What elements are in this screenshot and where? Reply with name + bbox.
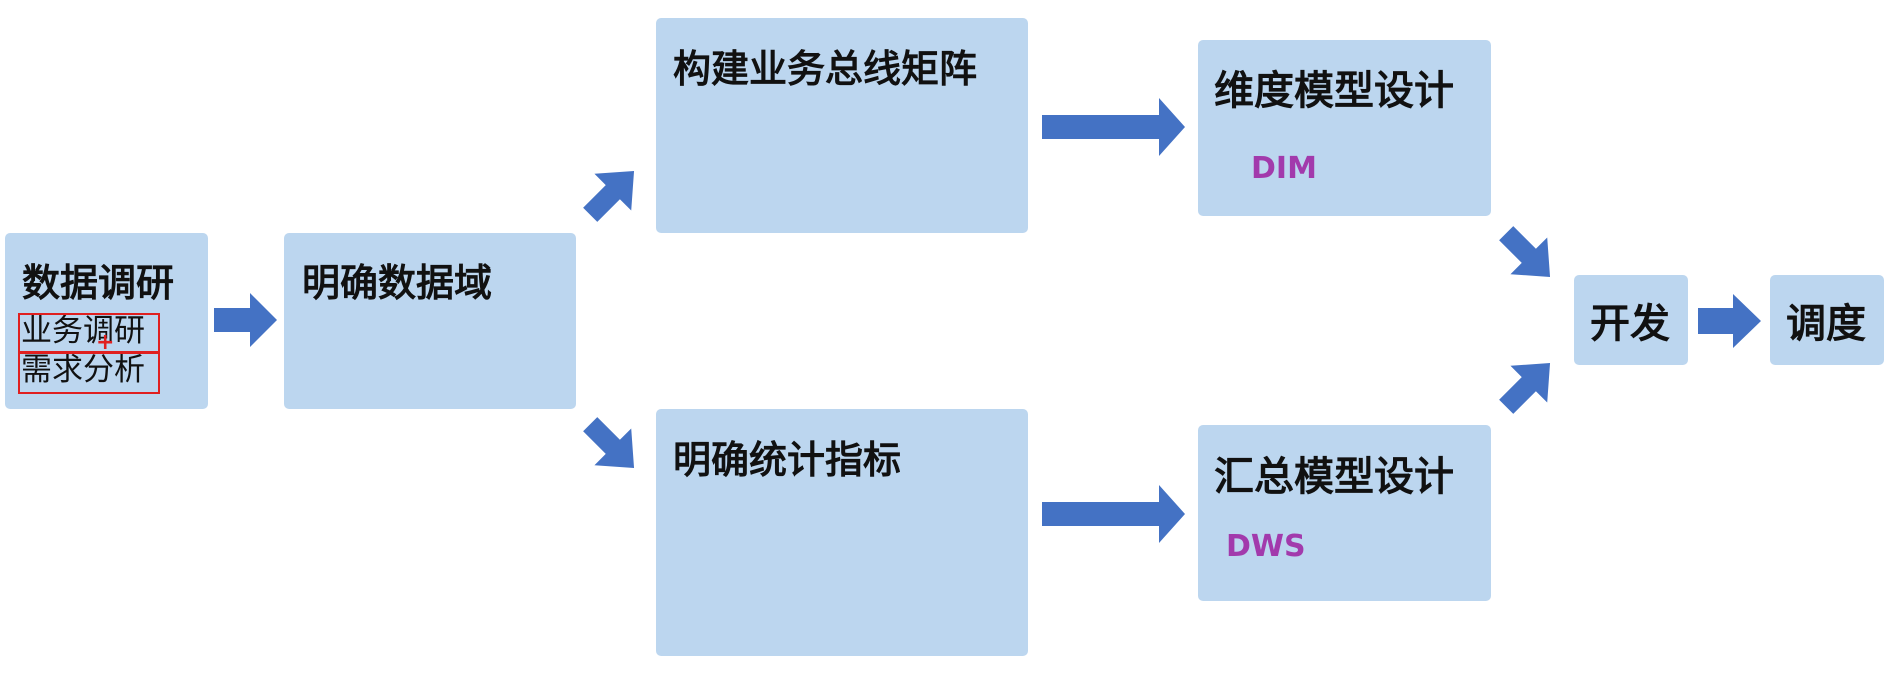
dim-code-label: DIM	[1251, 151, 1317, 186]
dws-code-label: DWS	[1226, 529, 1306, 564]
bus-matrix-title: 构建业务总线矩阵	[673, 47, 978, 91]
arrow-domain-to-bus-matrix	[583, 170, 635, 222]
domain-title: 明确数据域	[302, 261, 493, 305]
research-item-business: 业务调研	[21, 313, 145, 349]
arrow-summary-to-develop	[1499, 362, 1551, 414]
dim-model-box	[1198, 40, 1491, 216]
arrow-bus-matrix-to-dim	[1042, 98, 1185, 156]
metrics-box	[656, 409, 1028, 656]
summary-model-title: 汇总模型设计	[1214, 454, 1454, 500]
highlight-box-requirements	[18, 352, 160, 394]
dim-model-title: 维度模型设计	[1214, 68, 1454, 114]
develop-title: 开发	[1590, 301, 1670, 347]
cursor-crosshair-icon: +	[96, 330, 115, 355]
domain-box	[284, 233, 576, 409]
schedule-box	[1770, 275, 1884, 365]
arrow-metrics-to-summary	[1042, 485, 1185, 543]
metrics-title: 明确统计指标	[673, 438, 902, 482]
arrow-research-to-domain	[214, 293, 277, 347]
bus-matrix-box	[656, 18, 1028, 233]
arrow-dim-to-develop	[1499, 226, 1551, 278]
schedule-title: 调度	[1786, 301, 1866, 347]
arrow-develop-to-schedule	[1698, 294, 1761, 348]
research-box	[5, 233, 208, 409]
arrow-domain-to-metrics	[583, 417, 635, 469]
research-item-requirements: 需求分析	[21, 352, 145, 388]
research-title: 数据调研	[22, 261, 175, 305]
summary-model-box	[1198, 425, 1491, 601]
develop-box	[1574, 275, 1688, 365]
